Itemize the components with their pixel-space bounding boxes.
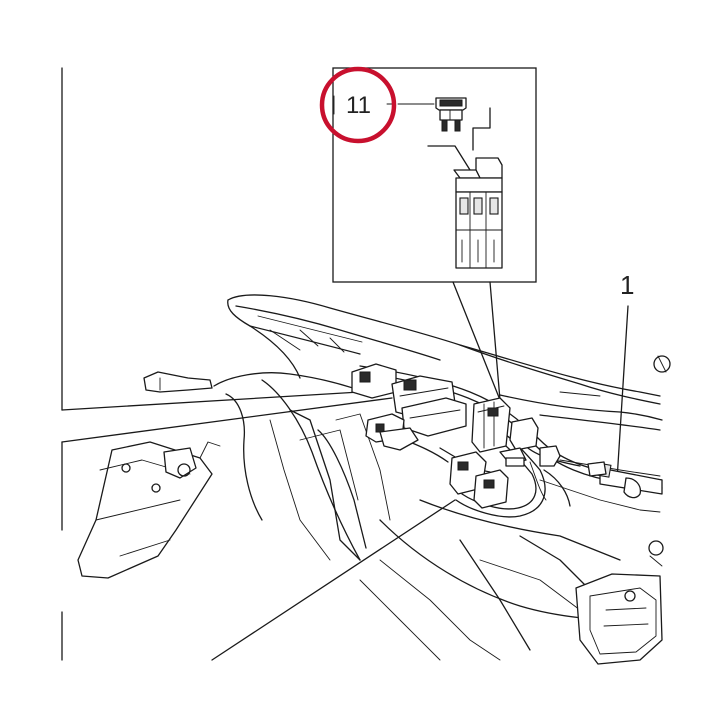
fuse-holder-leaders [427, 107, 491, 171]
relay-cluster [351, 363, 607, 509]
callout-11-label: 11 [346, 92, 371, 119]
highlight-circle [319, 66, 397, 144]
frame-lines [61, 67, 456, 661]
callout-1-label: 1 [620, 270, 634, 300]
callout-1-leader [616, 305, 629, 481]
motorcycle-rear-frame [77, 294, 671, 665]
fuse-holder-icon [453, 157, 503, 269]
mini-fuse-icon [435, 97, 467, 132]
